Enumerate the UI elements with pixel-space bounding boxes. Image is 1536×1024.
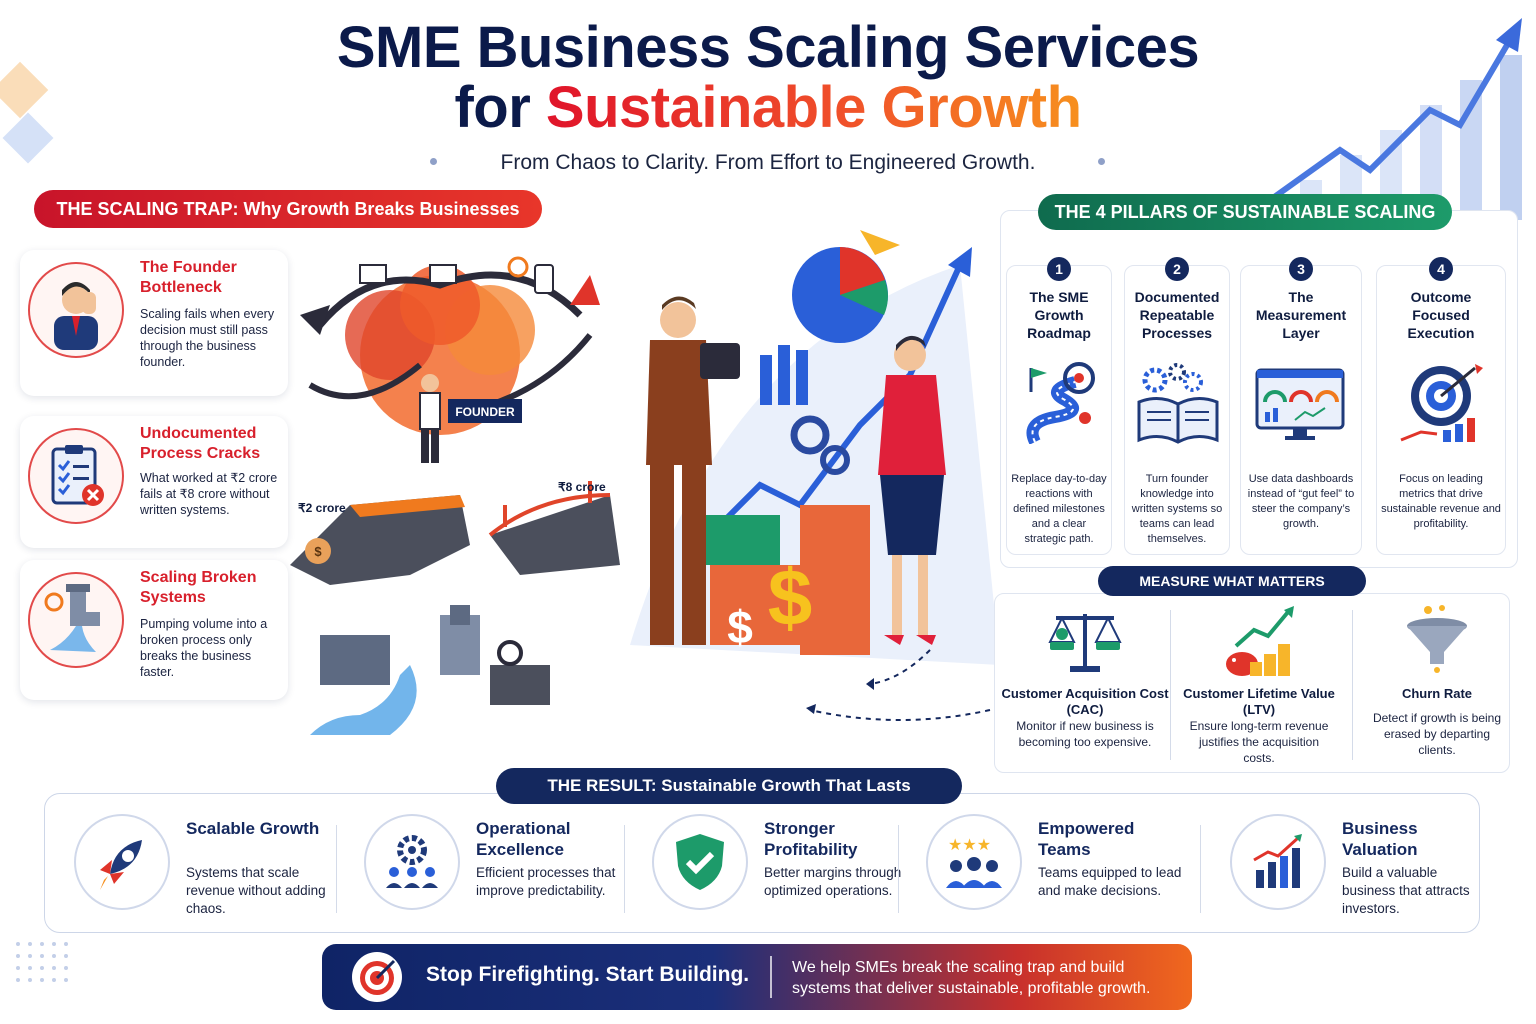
svg-text:★★★: ★★★ (948, 835, 991, 854)
result-title: Scalable Growth (186, 819, 320, 838)
metrics-heading: MEASURE WHAT MATTERS (1098, 566, 1366, 596)
trap-title: Undocumented Process Cracks (140, 425, 261, 462)
trap-card-process: Undocumented Process Cracks What worked … (20, 416, 288, 548)
result-item-teams: ★★★ Empowered Teams Teams equipped to le… (926, 808, 1188, 924)
cta-title: Stop Firefighting. Start Building. (426, 963, 750, 986)
pillar-title: The SME Growth Roadmap (1027, 289, 1091, 341)
tagline: From Chaos to Clarity. From Effort to En… (500, 151, 1036, 174)
founder-label: FOUNDER (455, 405, 515, 419)
cta-banner: Stop Firefighting. Start Building. We he… (322, 944, 1192, 1010)
shield-check-icon (652, 814, 748, 910)
decor-left-shapes (0, 61, 54, 164)
process-book-icon (1137, 363, 1219, 444)
piggy-bank-coins-icon (1226, 606, 1294, 676)
svg-text:$: $ (768, 553, 813, 642)
pillar-text: Replace day-to-day reactions with define… (1011, 473, 1107, 545)
trap-text: What worked at ₹2 crore fails at ₹8 cror… (140, 471, 278, 517)
pillar-number: 2 (1165, 257, 1189, 281)
left-cliff-label: ₹2 crore (298, 501, 346, 515)
metric-card-cac: Customer Acquisition Cost (CAC) Monitor … (1000, 598, 1170, 770)
trap-title: Scaling Broken Systems (140, 569, 257, 606)
result-title: Empowered Teams (1038, 819, 1135, 859)
connector-arrows (806, 649, 991, 721)
result-text: Better margins through optimized operati… (764, 865, 902, 898)
result-text: Teams equipped to lead and make decision… (1038, 865, 1182, 898)
page-title-line2: for Sustainable Growth (0, 74, 1536, 141)
metric-text: Detect if growth is being erased by depa… (1372, 711, 1502, 757)
result-item-operational: Operational Excellence Efficient process… (364, 808, 626, 924)
result-text: Efficient processes that improve predict… (476, 865, 616, 898)
pillars-heading: THE 4 PILLARS OF SUSTAINABLE SCALING (1038, 194, 1452, 230)
roadmap-icon (1026, 362, 1095, 444)
pillar-card-2: 2 Documented Repeatable Processes Turn f… (1124, 257, 1230, 555)
decor-dot-grid (16, 942, 68, 982)
pillar-number: 3 (1289, 257, 1313, 281)
star-team-icon: ★★★ (926, 814, 1022, 910)
title-prefix: for (454, 75, 546, 140)
result-heading: THE RESULT: Sustainable Growth That Last… (496, 768, 962, 804)
result-divider (624, 825, 625, 913)
result-item-scalable: Scalable Growth Systems that scale reven… (74, 808, 336, 924)
result-text: Build a valuable business that attracts … (1342, 865, 1470, 916)
leaking-pipe-icon (28, 572, 124, 668)
title-highlight: Sustainable Growth (545, 75, 1082, 140)
pillar-card-4: 4 Outcome Focused Execution Focus on lea… (1376, 257, 1506, 555)
result-divider (1200, 825, 1201, 913)
stressed-founder-icon (28, 262, 124, 358)
result-item-profitability: Stronger Profitability Better margins th… (652, 808, 914, 924)
cta-text: We help SMEs break the scaling trap and … (792, 959, 1151, 997)
metric-text: Monitor if new business is becoming too … (1016, 719, 1154, 749)
cta-separator (770, 956, 772, 998)
pillar-title: Documented Repeatable Processes (1134, 289, 1220, 341)
clipboard-checklist-icon (28, 428, 124, 524)
pillar-text: Use data dashboards instead of “gut feel… (1247, 473, 1355, 530)
decor-growth-arrow-icon (1268, 18, 1522, 220)
balance-scale-icon (1048, 614, 1122, 672)
trap-text: Scaling fails when every decision must s… (140, 307, 275, 369)
growth-chart-icon (1230, 814, 1326, 910)
metric-title: Churn Rate (1401, 686, 1473, 701)
dashboard-icon (1255, 368, 1345, 440)
page-title-line1: SME Business Scaling Services (336, 15, 1200, 80)
funnel-icon (1407, 605, 1467, 673)
metric-divider (1352, 610, 1353, 760)
right-cliff-label: ₹8 crore (558, 480, 606, 494)
scaling-trap-heading: THE SCALING TRAP: Why Growth Breaks Busi… (34, 190, 542, 228)
trap-card-systems: Scaling Broken Systems Pumping volume in… (20, 560, 288, 700)
metric-title: Customer Acquisition Cost (CAC) (1001, 686, 1169, 717)
result-item-valuation: Business Valuation Build a valuable busi… (1230, 808, 1492, 924)
metric-card-churn: Churn Rate Detect if growth is being era… (1356, 598, 1518, 770)
trap-card-founder: The Founder Bottleneck Scaling fails whe… (20, 250, 288, 396)
trap-title: The Founder Bottleneck (140, 259, 237, 296)
result-divider (336, 825, 337, 913)
svg-text:$: $ (727, 601, 753, 653)
growth-team-illustration: $ $ (630, 230, 1000, 665)
tagline-dot-left (430, 158, 437, 165)
metric-card-ltv: Customer Lifetime Value (LTV) Ensure lon… (1174, 598, 1344, 770)
pillar-title: The Measurement Layer (1255, 289, 1347, 341)
gear-team-icon (364, 814, 460, 910)
result-title: Business Valuation (1342, 819, 1418, 859)
chaos-founder-illustration: FOUNDER ₹2 crore ₹8 crore $ (290, 256, 620, 735)
result-text: Systems that scale revenue without addin… (186, 865, 326, 916)
result-divider (898, 825, 899, 913)
target-icon (1400, 364, 1483, 442)
pillar-card-3: 3 The Measurement Layer Use data dashboa… (1240, 257, 1362, 555)
trap-text: Pumping volume into a broken process onl… (140, 617, 268, 679)
pillar-text: Turn founder knowledge into written syst… (1131, 473, 1223, 545)
result-title: Operational Excellence (476, 819, 571, 859)
metric-title: Customer Lifetime Value (LTV) (1183, 686, 1335, 717)
pillar-number: 4 (1429, 257, 1453, 281)
pillar-title: Outcome Focused Execution (1407, 289, 1475, 341)
metric-divider (1170, 610, 1171, 760)
pillar-number: 1 (1047, 257, 1071, 281)
svg-text:$: $ (314, 544, 322, 559)
rocket-icon (74, 814, 170, 910)
tagline-dot-right (1098, 158, 1105, 165)
pillar-card-1: 1 The SME Growth Roadmap Replace day-to-… (1006, 257, 1112, 555)
pillar-text: Focus on leading metrics that drive sust… (1381, 473, 1501, 530)
bullseye-icon (352, 952, 402, 1002)
result-title: Stronger Profitability (764, 819, 858, 859)
metric-text: Ensure long-term revenue justifies the a… (1189, 719, 1329, 765)
